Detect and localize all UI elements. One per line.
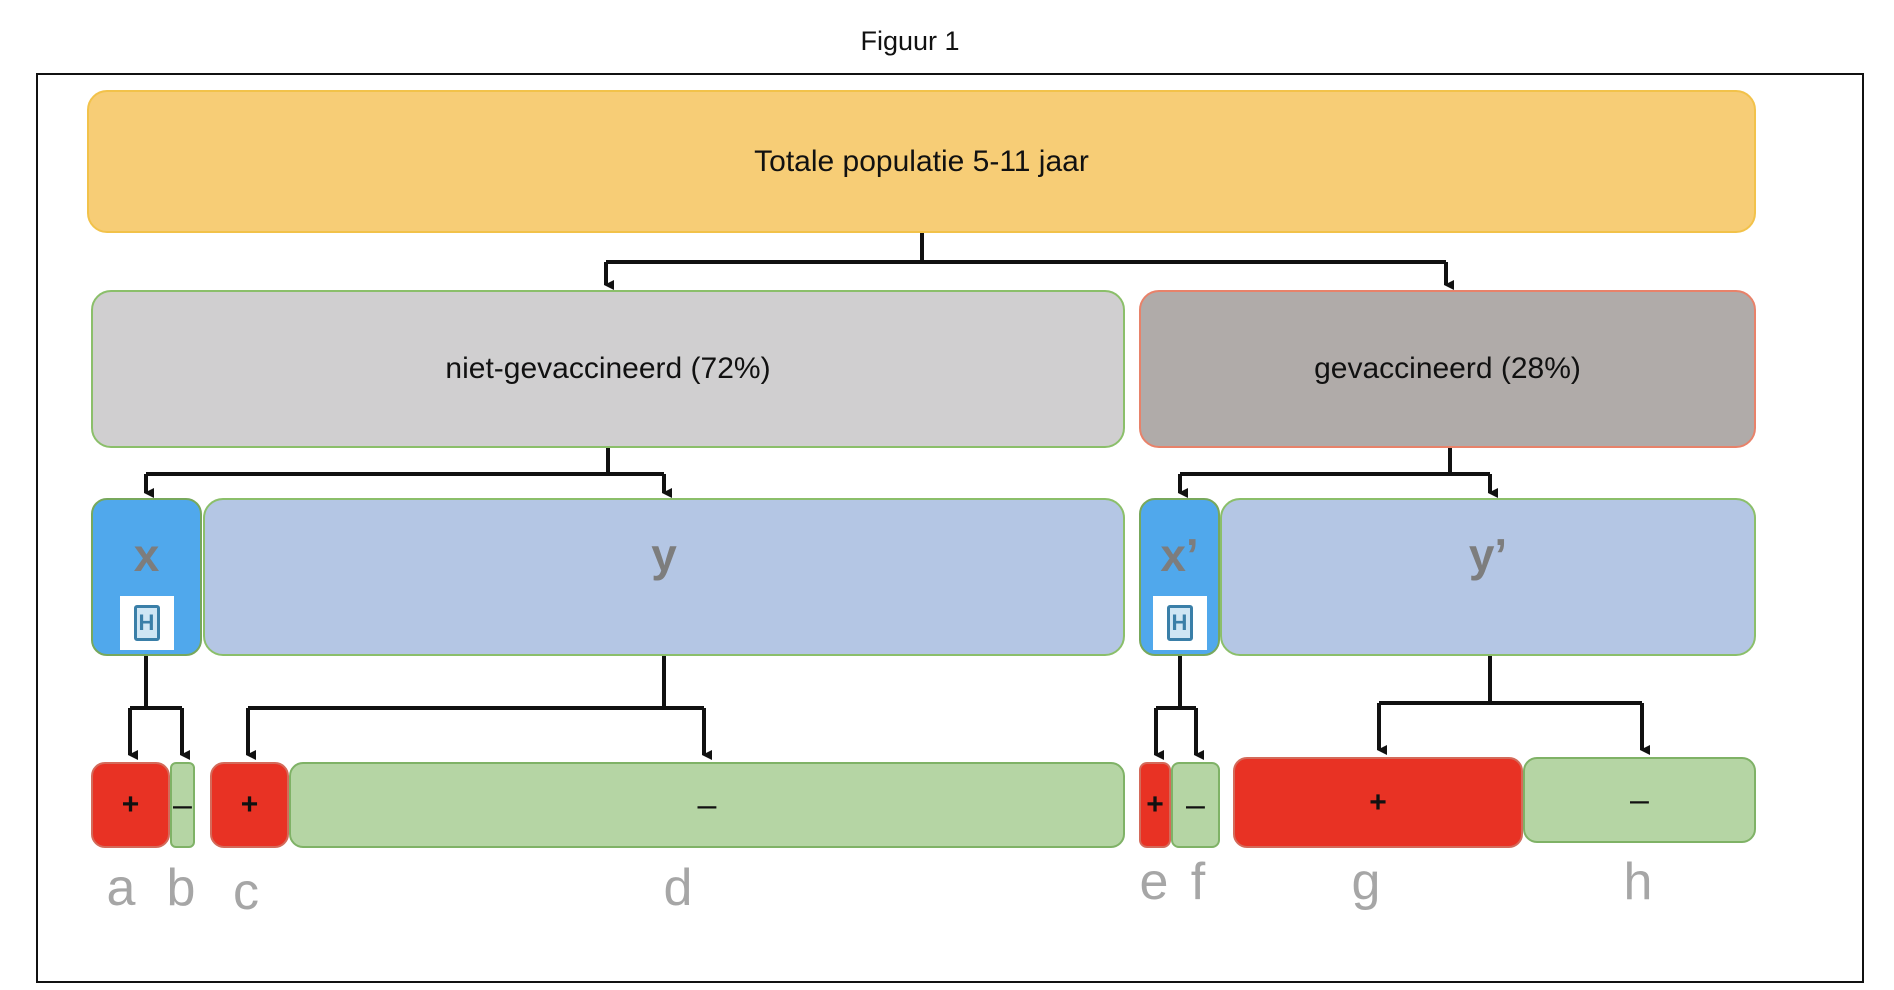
outcome-f-negative: –: [1171, 762, 1220, 848]
leaf-letter-a: a: [106, 859, 136, 917]
leaf-letter-g: g: [1351, 853, 1381, 911]
leaf-letter-c: c: [233, 863, 259, 921]
hospital-icon: H: [119, 596, 174, 650]
negative-symbol: –: [173, 785, 192, 824]
unvaccinated-group-box: niet-gevaccineerd (72%): [91, 290, 1125, 448]
positive-symbol: +: [121, 788, 140, 821]
hospitalized-vaccinated-box: x’ H: [1139, 498, 1220, 656]
subgroup-y-prime-label: y’: [1468, 529, 1508, 581]
diagram-frame: [36, 73, 1864, 983]
negative-symbol: –: [1186, 785, 1205, 824]
root-population-box: Totale populatie 5-11 jaar: [87, 90, 1756, 233]
positive-symbol: +: [1369, 785, 1387, 819]
negative-symbol: –: [697, 785, 717, 824]
positive-symbol: +: [1146, 788, 1164, 821]
outcome-a-positive: +: [91, 762, 170, 848]
non-hospitalized-unvaccinated-box: y: [203, 498, 1125, 656]
outcome-c-positive: +: [210, 762, 289, 848]
outcome-g-positive: +: [1233, 757, 1523, 848]
positive-symbol: +: [240, 788, 259, 821]
outcome-e-positive: +: [1139, 762, 1171, 848]
leaf-letter-h: h: [1623, 853, 1653, 911]
figure-title: Figuur 1: [860, 26, 960, 56]
negative-symbol: –: [1630, 780, 1649, 819]
vaccinated-group-label: gevaccineerd (28%): [1314, 352, 1581, 385]
outcome-h-negative: –: [1523, 757, 1756, 843]
leaf-letter-d: d: [663, 859, 693, 917]
leaf-letter-e: e: [1139, 853, 1169, 911]
non-hospitalized-vaccinated-box: y’: [1220, 498, 1756, 656]
hospital-icon: H: [1152, 596, 1207, 650]
vaccinated-group-box: gevaccineerd (28%): [1139, 290, 1756, 448]
hospitalized-unvaccinated-box: x H: [91, 498, 202, 656]
outcome-d-negative: –: [289, 762, 1125, 848]
leaf-letter-b: b: [166, 859, 196, 917]
subgroup-x-label: x: [133, 529, 160, 581]
unvaccinated-group-label: niet-gevaccineerd (72%): [445, 352, 771, 385]
subgroup-x-prime-label: x’: [1160, 529, 1199, 581]
subgroup-y-label: y: [651, 529, 677, 581]
outcome-b-negative: –: [170, 762, 195, 848]
root-population-label: Totale populatie 5-11 jaar: [754, 144, 1089, 178]
leaf-letter-f: f: [1190, 853, 1206, 911]
